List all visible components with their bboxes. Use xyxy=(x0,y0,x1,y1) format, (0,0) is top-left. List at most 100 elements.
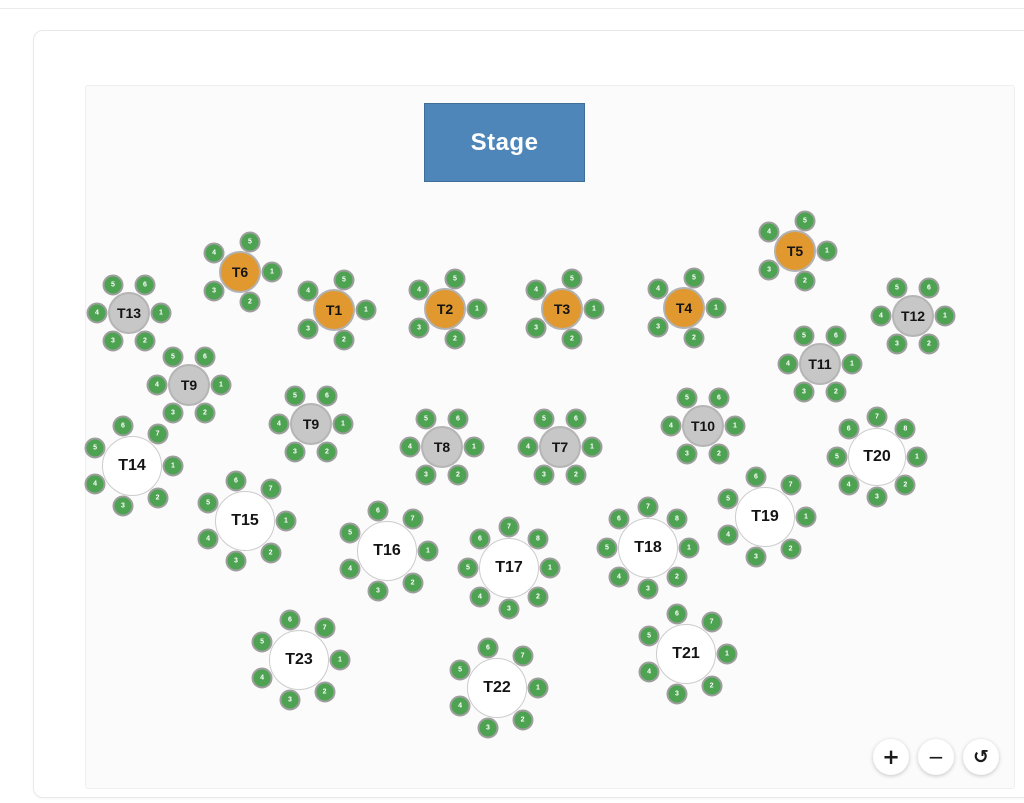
seat-t14-2[interactable]: 2 xyxy=(147,487,169,509)
seat-t7-4[interactable]: 4 xyxy=(517,436,539,458)
seat-t4-1[interactable]: 1 xyxy=(705,297,727,319)
seat-t7-5[interactable]: 5 xyxy=(533,408,555,430)
seat-t1-3[interactable]: 3 xyxy=(297,318,319,340)
seat-t2-1[interactable]: 1 xyxy=(466,298,488,320)
seat-t5-1[interactable]: 1 xyxy=(816,240,838,262)
seat-t12-4[interactable]: 4 xyxy=(870,305,892,327)
seat-t9a-6[interactable]: 6 xyxy=(194,346,216,368)
seat-t19-6[interactable]: 6 xyxy=(745,466,767,488)
zoom-in-button[interactable]: + xyxy=(873,739,909,775)
seat-t19-5[interactable]: 5 xyxy=(717,488,739,510)
table-t4[interactable]: T4 xyxy=(663,287,705,329)
seat-t23-2[interactable]: 2 xyxy=(314,681,336,703)
seat-t21-7[interactable]: 7 xyxy=(701,611,723,633)
seat-t5-3[interactable]: 3 xyxy=(758,259,780,281)
seat-t15-7[interactable]: 7 xyxy=(260,478,282,500)
seat-t9b-2[interactable]: 2 xyxy=(316,441,338,463)
seat-t19-1[interactable]: 1 xyxy=(795,506,817,528)
seat-t23-1[interactable]: 1 xyxy=(329,649,351,671)
seat-t8-5[interactable]: 5 xyxy=(415,408,437,430)
seat-t6-3[interactable]: 3 xyxy=(203,280,225,302)
seat-t13-3[interactable]: 3 xyxy=(102,330,124,352)
seat-t19-7[interactable]: 7 xyxy=(780,474,802,496)
seat-t5-5[interactable]: 5 xyxy=(794,210,816,232)
seat-t9a-2[interactable]: 2 xyxy=(194,402,216,424)
seat-t4-2[interactable]: 2 xyxy=(683,327,705,349)
seat-t13-5[interactable]: 5 xyxy=(102,274,124,296)
seat-t11-6[interactable]: 6 xyxy=(825,325,847,347)
seat-t14-6[interactable]: 6 xyxy=(112,415,134,437)
seat-t11-3[interactable]: 3 xyxy=(793,381,815,403)
seat-t2-3[interactable]: 3 xyxy=(408,317,430,339)
seat-t20-1[interactable]: 1 xyxy=(906,446,928,468)
table-t13[interactable]: T13 xyxy=(108,292,150,334)
seat-t8-2[interactable]: 2 xyxy=(447,464,469,486)
table-t9b[interactable]: T9 xyxy=(290,403,332,445)
seat-t9b-5[interactable]: 5 xyxy=(284,385,306,407)
seat-t2-2[interactable]: 2 xyxy=(444,328,466,350)
seat-t18-6[interactable]: 6 xyxy=(608,508,630,530)
seat-t19-4[interactable]: 4 xyxy=(717,524,739,546)
seat-t21-3[interactable]: 3 xyxy=(666,683,688,705)
seat-t2-4[interactable]: 4 xyxy=(408,279,430,301)
seat-t18-3[interactable]: 3 xyxy=(637,578,659,600)
seat-t18-7[interactable]: 7 xyxy=(637,496,659,518)
table-t23[interactable]: T23 xyxy=(269,630,329,690)
seat-t9b-3[interactable]: 3 xyxy=(284,441,306,463)
seat-t4-4[interactable]: 4 xyxy=(647,278,669,300)
table-t17[interactable]: T17 xyxy=(479,538,539,598)
seat-t17-2[interactable]: 2 xyxy=(527,586,549,608)
seat-t22-7[interactable]: 7 xyxy=(512,645,534,667)
seat-t7-1[interactable]: 1 xyxy=(581,436,603,458)
seat-t15-3[interactable]: 3 xyxy=(225,550,247,572)
seat-t23-6[interactable]: 6 xyxy=(279,609,301,631)
seat-t8-4[interactable]: 4 xyxy=(399,436,421,458)
seat-t5-4[interactable]: 4 xyxy=(758,221,780,243)
seat-t8-3[interactable]: 3 xyxy=(415,464,437,486)
seat-t17-1[interactable]: 1 xyxy=(539,557,561,579)
table-t15[interactable]: T15 xyxy=(215,491,275,551)
table-t16[interactable]: T16 xyxy=(357,521,417,581)
table-t3[interactable]: T3 xyxy=(541,288,583,330)
seat-t23-5[interactable]: 5 xyxy=(251,631,273,653)
seat-t7-6[interactable]: 6 xyxy=(565,408,587,430)
seat-t11-5[interactable]: 5 xyxy=(793,325,815,347)
seat-t3-3[interactable]: 3 xyxy=(525,317,547,339)
table-t5[interactable]: T5 xyxy=(774,230,816,272)
seat-t21-5[interactable]: 5 xyxy=(638,625,660,647)
seat-t15-6[interactable]: 6 xyxy=(225,470,247,492)
seat-t3-2[interactable]: 2 xyxy=(561,328,583,350)
reset-view-button[interactable]: ↺ xyxy=(963,739,999,775)
seat-t15-2[interactable]: 2 xyxy=(260,542,282,564)
seat-t10-3[interactable]: 3 xyxy=(676,443,698,465)
seat-t6-4[interactable]: 4 xyxy=(203,242,225,264)
seat-t13-1[interactable]: 1 xyxy=(150,302,172,324)
seat-t1-2[interactable]: 2 xyxy=(333,329,355,351)
table-t22[interactable]: T22 xyxy=(467,658,527,718)
seat-t21-2[interactable]: 2 xyxy=(701,675,723,697)
seat-t11-4[interactable]: 4 xyxy=(777,353,799,375)
seat-t10-2[interactable]: 2 xyxy=(708,443,730,465)
seat-t12-1[interactable]: 1 xyxy=(934,305,956,327)
seat-t22-2[interactable]: 2 xyxy=(512,709,534,731)
table-t6[interactable]: T6 xyxy=(219,251,261,293)
seat-t17-8[interactable]: 8 xyxy=(527,528,549,550)
table-t8[interactable]: T8 xyxy=(421,426,463,468)
table-t19[interactable]: T19 xyxy=(735,487,795,547)
seat-t19-3[interactable]: 3 xyxy=(745,546,767,568)
table-t20[interactable]: T20 xyxy=(848,428,906,486)
seat-t20-8[interactable]: 8 xyxy=(894,418,916,440)
seat-t21-6[interactable]: 6 xyxy=(666,603,688,625)
seat-t18-1[interactable]: 1 xyxy=(678,537,700,559)
seat-t14-5[interactable]: 5 xyxy=(84,437,106,459)
seat-t15-1[interactable]: 1 xyxy=(275,510,297,532)
seat-t12-6[interactable]: 6 xyxy=(918,277,940,299)
seat-t17-3[interactable]: 3 xyxy=(498,598,520,620)
seat-t11-2[interactable]: 2 xyxy=(825,381,847,403)
seat-t12-2[interactable]: 2 xyxy=(918,333,940,355)
seat-t5-2[interactable]: 2 xyxy=(794,270,816,292)
table-t7[interactable]: T7 xyxy=(539,426,581,468)
seat-t2-5[interactable]: 5 xyxy=(444,268,466,290)
seat-t8-1[interactable]: 1 xyxy=(463,436,485,458)
seat-t4-3[interactable]: 3 xyxy=(647,316,669,338)
